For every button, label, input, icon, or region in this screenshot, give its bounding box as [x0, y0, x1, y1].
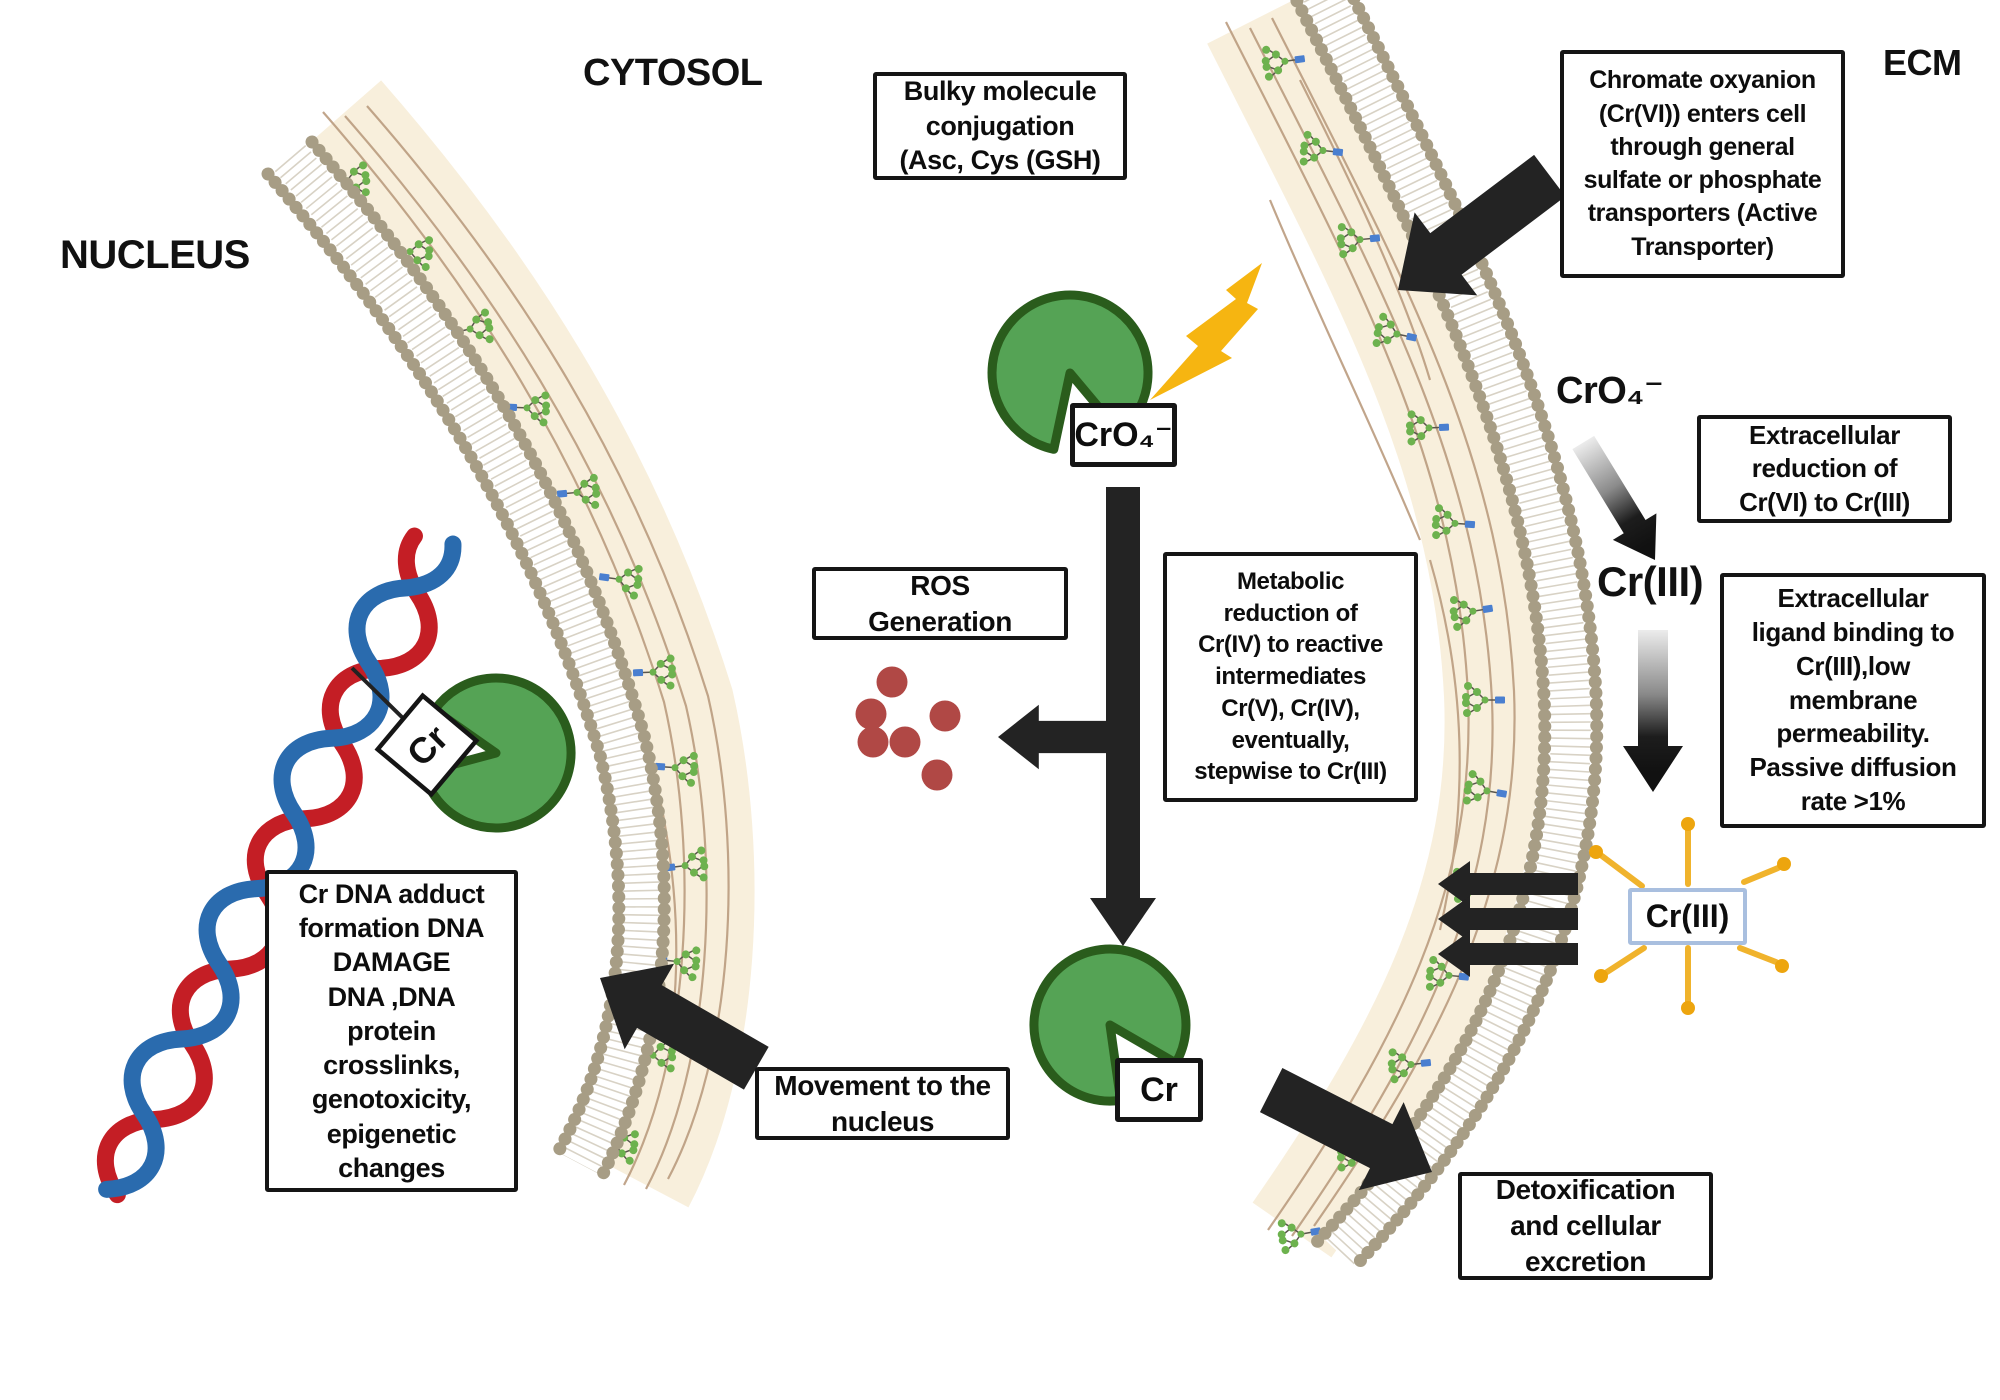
passive-diffusion-arrows — [1438, 861, 1578, 977]
metabolic-reduction-box: Metabolic reduction of Cr(IV) to reactiv… — [1163, 552, 1418, 802]
reduction-pathway-arrow — [1106, 487, 1140, 905]
ligand-binding-arrow — [1623, 630, 1683, 792]
ros-dots-icon — [855, 666, 961, 791]
extracellular-ligand-box: Extracellular ligand binding to Cr(III),… — [1720, 573, 1986, 828]
cro4-membrane-label: CrO₄⁻ — [1556, 370, 1664, 412]
enzyme-pacman-nucleus-icon — [419, 673, 576, 833]
lightning-icon — [1150, 263, 1262, 400]
nucleus-label: NUCLEUS — [60, 233, 250, 277]
cr-molecule-tag: Cr — [1115, 1058, 1203, 1122]
lipid-tails — [274, 145, 662, 1174]
chromate-entry-box: Chromate oxyanion (Cr(VI)) enters cell t… — [1560, 50, 1845, 278]
cytosol-label: CYTOSOL — [583, 52, 763, 94]
cr3-ligand-tag: Cr(III) — [1628, 888, 1747, 945]
extracellular-reduction-arrow — [1572, 435, 1657, 560]
cr-diamond-box — [374, 692, 480, 798]
ecm-label: ECM — [1883, 42, 1962, 83]
cr-dna-adduct: Cr — [374, 692, 480, 798]
detoxification-box: Detoxification and cellular excretion — [1458, 1172, 1713, 1280]
lipid-heads — [1289, 0, 1604, 1268]
flow-arrows — [575, 134, 1582, 1217]
cr3-ligand-star-icon — [1589, 817, 1791, 1015]
cr3-free-label: Cr(III) — [1597, 558, 1704, 605]
cro4-molecule-tag: CrO₄⁻ — [1070, 403, 1177, 467]
dna-damage-box: Cr DNA adduct formation DNA DAMAGE DNA ,… — [265, 870, 518, 1192]
ros-generation-box: ROS Generation — [812, 567, 1068, 640]
extracellular-reduction-box: Extracellular reduction of Cr(VI) to Cr(… — [1697, 415, 1952, 523]
bulky-conjugation-box: Bulky molecule conjugation (Asc, Cys (GS… — [873, 72, 1127, 180]
plasma-membrane — [1207, 0, 1604, 1268]
enzyme-pacman-cr-icon — [1029, 944, 1191, 1106]
movement-to-nucleus-box: Movement to the nucleus — [755, 1067, 1010, 1140]
